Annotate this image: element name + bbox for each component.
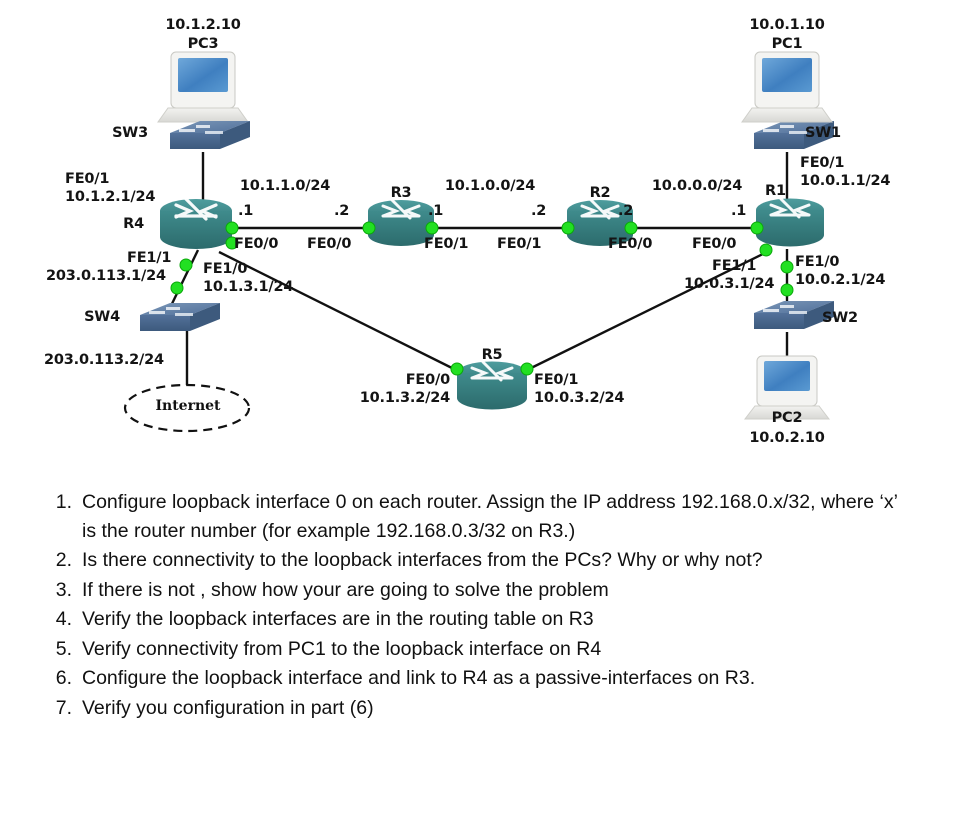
- question-number: 2.: [55, 549, 72, 571]
- pc3-ip-label: 10.1.2.10: [165, 17, 241, 33]
- device-r1: [756, 197, 824, 247]
- pc3-name-label: PC3: [187, 36, 219, 52]
- device-sw1: [754, 121, 834, 149]
- device-r5: [457, 360, 527, 410]
- r1-fe0-0-host-label: .1: [731, 203, 747, 219]
- r5-fe0-1-interface-label: FE0/1: [534, 372, 579, 388]
- device-sw2: [754, 301, 834, 329]
- r1-fe1-0-interface-label: FE1/0: [795, 254, 840, 270]
- r2-name-label: R2: [589, 185, 611, 201]
- r4-fe0-0-interface-label: FE0/0: [234, 236, 279, 252]
- r1-fe1-1-ip-label: 10.0.3.1/24: [684, 276, 775, 292]
- r4-fe1-1-ip-label: 203.0.113.1/24: [46, 268, 166, 284]
- question-item: 5. Verify connectivity from PC1 to the l…: [56, 635, 914, 664]
- network-10-1-0-0-label: 10.1.0.0/24: [444, 178, 536, 194]
- r4-fe0-0-host-label: .1: [238, 203, 254, 219]
- pc1-name-label: PC1: [771, 36, 803, 52]
- question-number: 5.: [55, 637, 72, 660]
- r1-fe0-0-interface-label: FE0/0: [692, 236, 737, 252]
- r1-fe0-1-ip-label: 10.0.1.1/24: [800, 173, 891, 189]
- question-item: 2. Is there connectivity to the loopback…: [56, 546, 914, 575]
- question-number: 6.: [55, 667, 72, 689]
- sw4-ip-label: 203.0.113.2/24: [44, 352, 164, 368]
- pc2-ip-label: 10.0.2.10: [749, 430, 825, 446]
- r3-fe0-1-host-label: .1: [428, 203, 444, 219]
- r4-fe1-0-ip-label: 10.1.3.1/24: [203, 279, 294, 295]
- sw2-name-label: SW2: [822, 310, 858, 326]
- r5-fe0-1-ip-label: 10.0.3.2/24: [534, 390, 625, 406]
- r1-fe1-0-ip-label: 10.0.2.1/24: [795, 272, 886, 288]
- question-item: 7. Verify you configuration in part (6): [56, 694, 914, 723]
- internet-cloud: [123, 383, 251, 433]
- topology-links-layer: [123, 51, 834, 433]
- interface-dots: [170, 221, 794, 376]
- question-number: 4.: [55, 608, 72, 630]
- r5-fe0-0-ip-label: 10.1.3.2/24: [359, 390, 450, 406]
- r4-name-label: R4: [123, 216, 144, 232]
- question-text: Verify you configuration in part (6): [82, 696, 374, 719]
- question-item: 3. If there is not , show how your are g…: [56, 576, 914, 605]
- network-10-1-1-0-label: 10.1.1.0/24: [239, 178, 331, 194]
- question-item: 4. Verify the loopback interfaces are in…: [56, 605, 914, 634]
- r3-fe0-1-interface-label: FE0/1: [424, 236, 469, 252]
- question-text: Verify connectivity from PC1 to the loop…: [82, 637, 602, 660]
- sw4-name-label: SW4: [84, 309, 120, 325]
- device-r4: [160, 197, 232, 249]
- r5-fe0-0-interface-label: FE0/0: [405, 372, 450, 388]
- questions-section: 1. Configure loopback interface 0 on eac…: [0, 488, 954, 723]
- device-pc1: [741, 51, 833, 123]
- device-r3: [368, 198, 434, 246]
- question-text: Verify the loopback interfaces are in th…: [82, 608, 594, 630]
- questions-list: 1. Configure loopback interface 0 on eac…: [0, 488, 954, 722]
- question-text: Is there connectivity to the loopback in…: [82, 549, 763, 571]
- device-pc3: [157, 51, 249, 123]
- r2-fe0-0-host-label: .2: [618, 203, 634, 219]
- device-r2: [567, 198, 633, 246]
- r2-fe0-1-host-label: .2: [531, 203, 547, 219]
- r2-fe0-0-interface-label: FE0/0: [608, 236, 653, 252]
- question-number: 7.: [55, 696, 72, 719]
- device-sw3: [170, 121, 250, 149]
- device-pc2: [743, 355, 831, 420]
- r3-fe0-0-host-label: .2: [334, 203, 350, 219]
- sw1-name-label: SW1: [805, 125, 841, 141]
- sw3-name-label: SW3: [112, 125, 148, 141]
- r4-fe1-0-interface-label: FE1/0: [203, 261, 248, 277]
- network-10-0-0-0-label: 10.0.0.0/24: [651, 178, 743, 194]
- question-number: 3.: [55, 578, 72, 601]
- question-item: 1. Configure loopback interface 0 on eac…: [56, 488, 914, 545]
- r2-fe0-1-interface-label: FE0/1: [497, 236, 542, 252]
- r1-fe1-1-interface-label: FE1/1: [712, 258, 757, 274]
- r4-fe0-1-interface-label: FE0/1: [65, 171, 110, 187]
- r5-name-label: R5: [481, 347, 503, 363]
- r3-fe0-0-interface-label: FE0/0: [307, 236, 352, 252]
- r1-name-label: R1: [765, 183, 786, 199]
- r3-name-label: R3: [390, 185, 412, 201]
- r4-fe1-1-interface-label: FE1/1: [127, 250, 172, 266]
- question-item: 6. Configure the loopback interface and …: [56, 664, 914, 693]
- r4-fe0-1-ip-label: 10.1.2.1/24: [65, 189, 156, 205]
- device-sw4: [140, 303, 220, 331]
- pc1-ip-label: 10.0.1.10: [749, 17, 825, 33]
- question-text: Configure the loopback interface and lin…: [82, 667, 756, 689]
- question-text: If there is not , show how your are goin…: [82, 578, 609, 601]
- question-text: Configure loopback interface 0 on each r…: [82, 491, 898, 542]
- internet-cloud-label: Internet: [155, 398, 221, 414]
- pc2-name-label: PC2: [771, 410, 803, 426]
- r1-fe0-1-interface-label: FE0/1: [800, 155, 845, 171]
- network-topology-diagram: 10.1.2.10 PC3 SW3 FE0/1 10.1.2.1/24 R4 F…: [44, 17, 891, 446]
- question-number: 1.: [55, 491, 72, 513]
